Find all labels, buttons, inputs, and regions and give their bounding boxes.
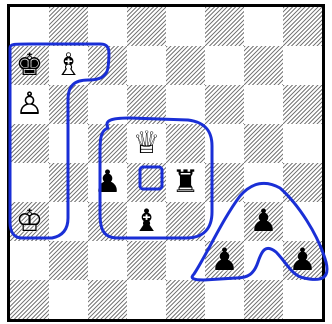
- square-a4[interactable]: [10, 163, 49, 202]
- square-a3[interactable]: ♔: [10, 202, 49, 241]
- square-e2[interactable]: [166, 241, 205, 280]
- square-d4[interactable]: [127, 163, 166, 202]
- square-d2[interactable]: [127, 241, 166, 280]
- square-h1[interactable]: [283, 280, 322, 319]
- square-h4[interactable]: [283, 163, 322, 202]
- black-bishop-icon[interactable]: ♝: [127, 202, 166, 241]
- square-a2[interactable]: [10, 241, 49, 280]
- square-f7[interactable]: [205, 46, 244, 85]
- square-h8[interactable]: [283, 7, 322, 46]
- square-e8[interactable]: [166, 7, 205, 46]
- square-b3[interactable]: [49, 202, 88, 241]
- square-b4[interactable]: [49, 163, 88, 202]
- square-b1[interactable]: [49, 280, 88, 319]
- white-bishop-icon[interactable]: ♗: [49, 46, 88, 85]
- square-g2[interactable]: [244, 241, 283, 280]
- square-d1[interactable]: [127, 280, 166, 319]
- square-h5[interactable]: [283, 124, 322, 163]
- square-a8[interactable]: [10, 7, 49, 46]
- square-f6[interactable]: [205, 85, 244, 124]
- chess-board: ♚♗♙♕♟♜♔♝♟♟♟: [7, 4, 325, 322]
- square-f5[interactable]: [205, 124, 244, 163]
- square-b6[interactable]: [49, 85, 88, 124]
- square-e1[interactable]: [166, 280, 205, 319]
- square-c7[interactable]: [88, 46, 127, 85]
- square-b2[interactable]: [49, 241, 88, 280]
- square-d7[interactable]: [127, 46, 166, 85]
- black-pawn-icon[interactable]: ♟: [88, 163, 127, 202]
- square-b7[interactable]: ♗: [49, 46, 88, 85]
- square-f3[interactable]: [205, 202, 244, 241]
- black-rook-icon[interactable]: ♜: [166, 163, 205, 202]
- square-h7[interactable]: [283, 46, 322, 85]
- black-pawn-icon[interactable]: ♟: [205, 241, 244, 280]
- square-d8[interactable]: [127, 7, 166, 46]
- square-f1[interactable]: [205, 280, 244, 319]
- black-king-icon[interactable]: ♚: [10, 46, 49, 85]
- square-e6[interactable]: [166, 85, 205, 124]
- square-e7[interactable]: [166, 46, 205, 85]
- square-g7[interactable]: [244, 46, 283, 85]
- square-e4[interactable]: ♜: [166, 163, 205, 202]
- square-a1[interactable]: [10, 280, 49, 319]
- square-c8[interactable]: [88, 7, 127, 46]
- square-g4[interactable]: [244, 163, 283, 202]
- square-g5[interactable]: [244, 124, 283, 163]
- black-pawn-icon[interactable]: ♟: [244, 202, 283, 241]
- square-a7[interactable]: ♚: [10, 46, 49, 85]
- square-h6[interactable]: [283, 85, 322, 124]
- square-g8[interactable]: [244, 7, 283, 46]
- square-c3[interactable]: [88, 202, 127, 241]
- square-h2[interactable]: ♟: [283, 241, 322, 280]
- square-g1[interactable]: [244, 280, 283, 319]
- square-b8[interactable]: [49, 7, 88, 46]
- square-f8[interactable]: [205, 7, 244, 46]
- square-g3[interactable]: ♟: [244, 202, 283, 241]
- black-pawn-icon[interactable]: ♟: [283, 241, 322, 280]
- square-a6[interactable]: ♙: [10, 85, 49, 124]
- square-d3[interactable]: ♝: [127, 202, 166, 241]
- square-e5[interactable]: [166, 124, 205, 163]
- square-b5[interactable]: [49, 124, 88, 163]
- square-g6[interactable]: [244, 85, 283, 124]
- white-queen-icon[interactable]: ♕: [127, 124, 166, 163]
- white-king-icon[interactable]: ♔: [10, 202, 49, 241]
- white-pawn-icon[interactable]: ♙: [10, 85, 49, 124]
- square-h3[interactable]: [283, 202, 322, 241]
- square-e3[interactable]: [166, 202, 205, 241]
- square-c6[interactable]: [88, 85, 127, 124]
- square-c2[interactable]: [88, 241, 127, 280]
- square-d5[interactable]: ♕: [127, 124, 166, 163]
- square-c4[interactable]: ♟: [88, 163, 127, 202]
- square-d6[interactable]: [127, 85, 166, 124]
- square-f2[interactable]: ♟: [205, 241, 244, 280]
- square-f4[interactable]: [205, 163, 244, 202]
- square-a5[interactable]: [10, 124, 49, 163]
- square-c1[interactable]: [88, 280, 127, 319]
- square-c5[interactable]: [88, 124, 127, 163]
